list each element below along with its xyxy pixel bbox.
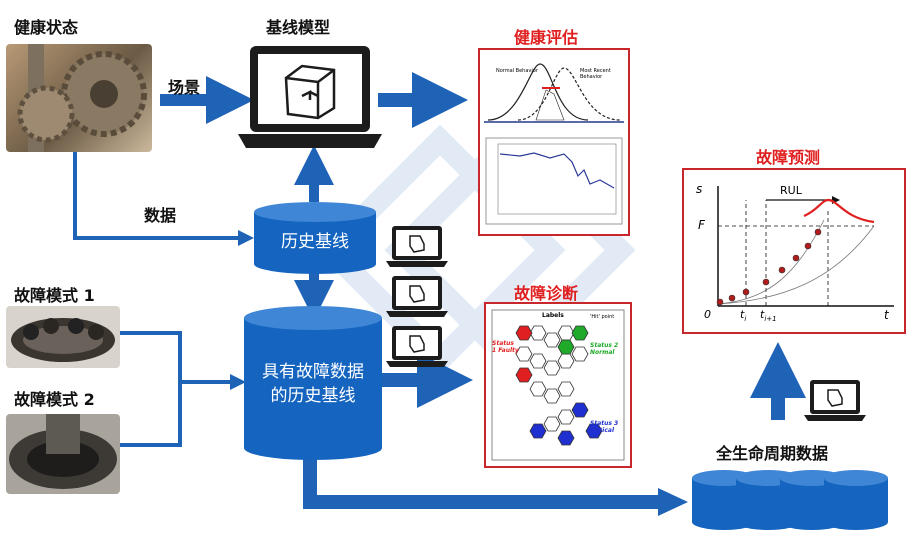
fault-diagnosis-panel: Labels 'Hit' point Status 1 Faulty Statu… bbox=[484, 302, 632, 468]
gear-photo bbox=[6, 44, 152, 152]
hit-point-caption: 'Hit' point bbox=[590, 314, 615, 320]
lifecycle-laptop-icon bbox=[804, 380, 866, 421]
data-label: 数据 bbox=[144, 206, 177, 225]
fault-mode-1-label: 故障模式 1 bbox=[14, 286, 95, 305]
ti-label: ti bbox=[740, 308, 747, 324]
baseline-model-title: 基线模型 bbox=[266, 18, 331, 37]
fault-prediction-panel: s F RUL 0 ti ti+1 t bbox=[682, 168, 906, 334]
fault-baseline-label: 具有故障数据的历史基线 bbox=[262, 362, 364, 406]
bearing-photo-2 bbox=[6, 414, 120, 494]
historical-baseline-label: 历史基线 bbox=[281, 232, 349, 252]
normal-behavior-label: Normal Behavior bbox=[496, 68, 538, 74]
origin-label: 0 bbox=[704, 308, 711, 321]
status2-label: Status 2 Normal bbox=[590, 342, 619, 356]
scenario-label: 场景 bbox=[168, 78, 201, 97]
status3-label: Status 3 Critical bbox=[590, 420, 619, 434]
fault-prediction-title: 故障预测 bbox=[756, 148, 821, 167]
fault-mode-bracket bbox=[120, 331, 182, 447]
data-line bbox=[73, 152, 240, 240]
lifecycle-data-label: 全生命周期数据 bbox=[716, 444, 829, 463]
threshold-label: F bbox=[698, 218, 705, 232]
health-assessment-title: 健康评估 bbox=[514, 28, 579, 47]
t-axis-label: t bbox=[884, 308, 889, 322]
s-axis-label: s bbox=[696, 182, 703, 196]
status1-label: Status 1 Faulty bbox=[492, 340, 519, 354]
ti1-label: ti+1 bbox=[760, 308, 777, 324]
health-state-title: 健康状态 bbox=[14, 18, 79, 37]
bearing-photo-1 bbox=[6, 306, 120, 368]
fault-mode-2-label: 故障模式 2 bbox=[14, 390, 95, 409]
health-assessment-panel: Normal Behavior Most Recent Behavior bbox=[478, 48, 630, 236]
fault-to-lifecycle-arrow bbox=[303, 455, 660, 509]
small-laptop-icon bbox=[386, 226, 448, 267]
rul-label: RUL bbox=[780, 184, 802, 197]
recent-behavior-label: Most Recent Behavior bbox=[580, 68, 611, 80]
fault-diagnosis-title: 故障诊断 bbox=[514, 284, 579, 303]
labels-caption: Labels bbox=[542, 312, 564, 319]
